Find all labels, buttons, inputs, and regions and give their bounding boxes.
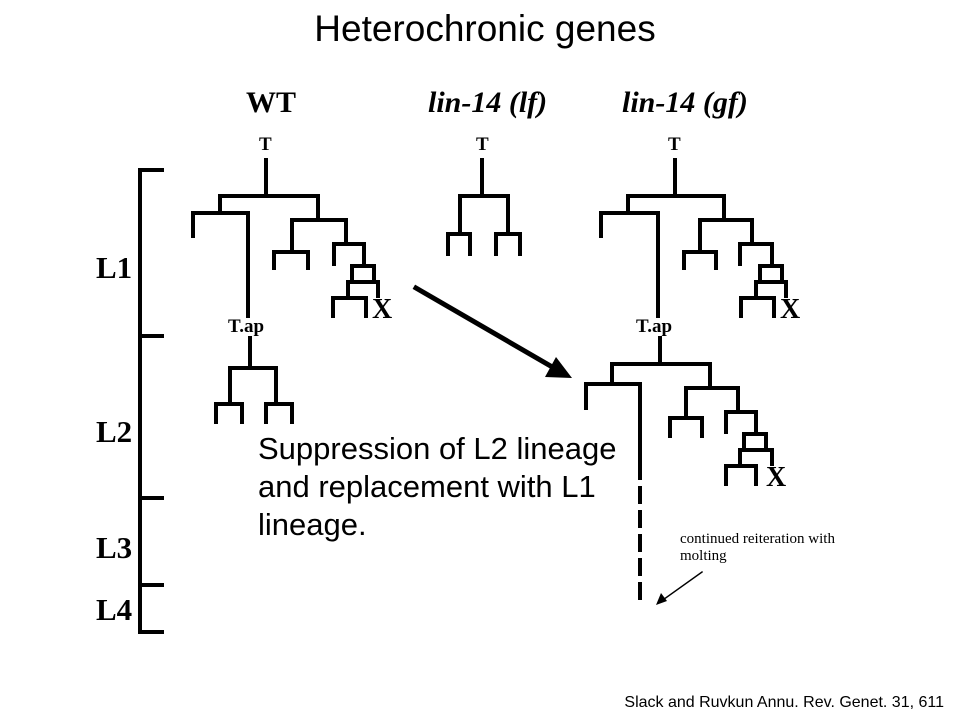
- lin14-lf-label: lin-14 (lf): [428, 86, 547, 120]
- lin14-lf-suffix: (lf): [508, 86, 548, 119]
- wt-label-text: WT: [246, 86, 297, 119]
- stage-l3-label: L3: [96, 530, 133, 565]
- reiteration-arrow: [658, 570, 704, 604]
- transformation-arrow-head: [545, 357, 572, 378]
- stage-l2-label: L2: [96, 414, 133, 449]
- reiteration-annotation: continued reiteration with molting: [680, 531, 835, 564]
- wt-label: WT: [246, 86, 296, 120]
- wt-cell-death-mark: X: [372, 294, 393, 325]
- lin14-gf-label: lin-14 (gf): [622, 86, 748, 120]
- lin14-gf-suffix: (gf): [702, 86, 748, 119]
- slide-title: Heterochronic genes: [314, 8, 656, 49]
- wt-lineage-tree: [191, 158, 380, 424]
- wt-tap-node: T.ap: [228, 316, 265, 337]
- lf-lineage-tree: [446, 158, 522, 256]
- stage-bracket: [138, 168, 164, 634]
- reiteration-arrow-head: [656, 593, 667, 605]
- gf-lineage-tree: [584, 158, 788, 606]
- caption-text: Suppression of L2 lineage and replacemen…: [258, 431, 617, 542]
- citation: Slack and Ruvkun Annu. Rev. Genet. 31, 6…: [624, 694, 944, 711]
- lin14-gf-gene: lin-14: [622, 86, 696, 119]
- gf-t-node: T: [668, 134, 681, 155]
- gf-tap-node: T.ap: [636, 316, 673, 337]
- wt-t-node: T: [259, 134, 272, 155]
- lin14-lf-gene: lin-14: [428, 86, 502, 119]
- gf-tap-cell-death-mark: X: [766, 462, 787, 493]
- stage-l4-label: L4: [96, 592, 133, 627]
- gf-cell-death-mark: X: [780, 294, 801, 325]
- stage-l1-label: L1: [96, 250, 133, 285]
- lf-t-node: T: [476, 134, 489, 155]
- transformation-arrow: [412, 284, 558, 372]
